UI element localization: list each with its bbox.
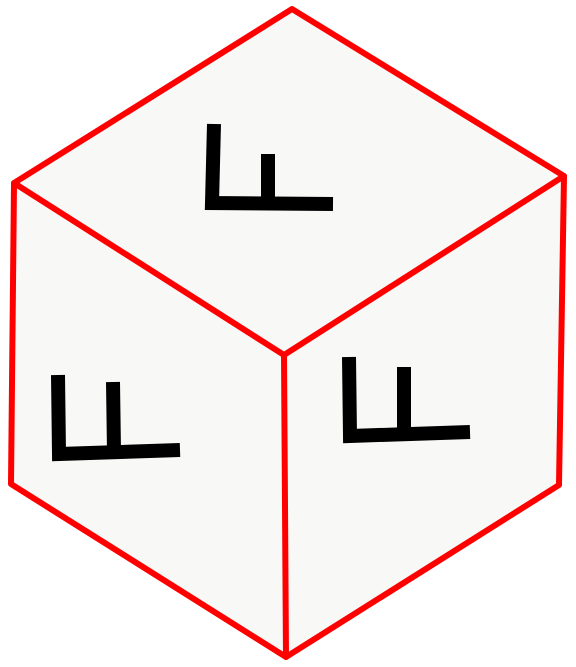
cube-left-face [11,183,286,657]
cube-edges [8,6,567,660]
cube-right-face [284,176,564,657]
left-face-glyph-icon [51,374,181,462]
cube-inner-edge-vertical [281,352,289,660]
cube-inner-edge-right [281,173,567,358]
top-face-glyph-icon [204,123,334,211]
cube-inner-edge-left [11,180,287,358]
right-face-glyph-icon [342,356,471,444]
